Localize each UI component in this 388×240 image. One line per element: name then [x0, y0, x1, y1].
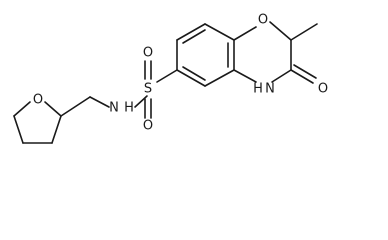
bond: [89, 96, 110, 108]
benzene-ring: [176, 23, 235, 87]
sulfonamide-h-label: H: [124, 101, 134, 116]
bond: [233, 26, 257, 41]
lactam-h-label: H: [253, 82, 263, 97]
sulfonamide-group: [134, 60, 178, 119]
carbonyl-oxygen-label: O: [318, 82, 328, 97]
bond: [271, 69, 292, 83]
bond: [233, 69, 257, 83]
methyl-bond: [290, 23, 318, 41]
sulfonyl-oxygen-bottom-label: O: [143, 119, 153, 134]
bond: [44, 101, 62, 117]
aromatic-bond: [182, 29, 206, 44]
bond: [204, 69, 235, 87]
bond: [176, 69, 206, 87]
tetrahydrofuran-ring: [13, 101, 62, 144]
lactam-n-label: N: [265, 82, 275, 97]
sulfonyl-oxygen-top-label: O: [143, 46, 153, 61]
bond: [51, 115, 62, 144]
carbonyl-bond: [290, 69, 314, 84]
sulfur-label: S: [144, 82, 152, 97]
ring-oxygen-label: O: [258, 13, 268, 28]
bond: [60, 96, 91, 117]
bond: [204, 23, 235, 41]
sulfonamide-n-label: N: [109, 101, 119, 116]
bond: [13, 115, 24, 144]
aromatic-bond: [182, 66, 206, 81]
molecule-diagram: O N H S O O O H N O: [13, 13, 328, 144]
furan-oxygen-label: O: [33, 93, 43, 108]
oxazinone-ring: [233, 21, 318, 84]
bond: [269, 21, 292, 41]
bond: [13, 101, 31, 117]
bond: [176, 23, 206, 41]
bond: [156, 69, 178, 83]
carbonyl-bond: [293, 64, 317, 79]
structure-drawing: O N H S O O O H N O: [13, 13, 328, 144]
bond: [134, 95, 148, 108]
